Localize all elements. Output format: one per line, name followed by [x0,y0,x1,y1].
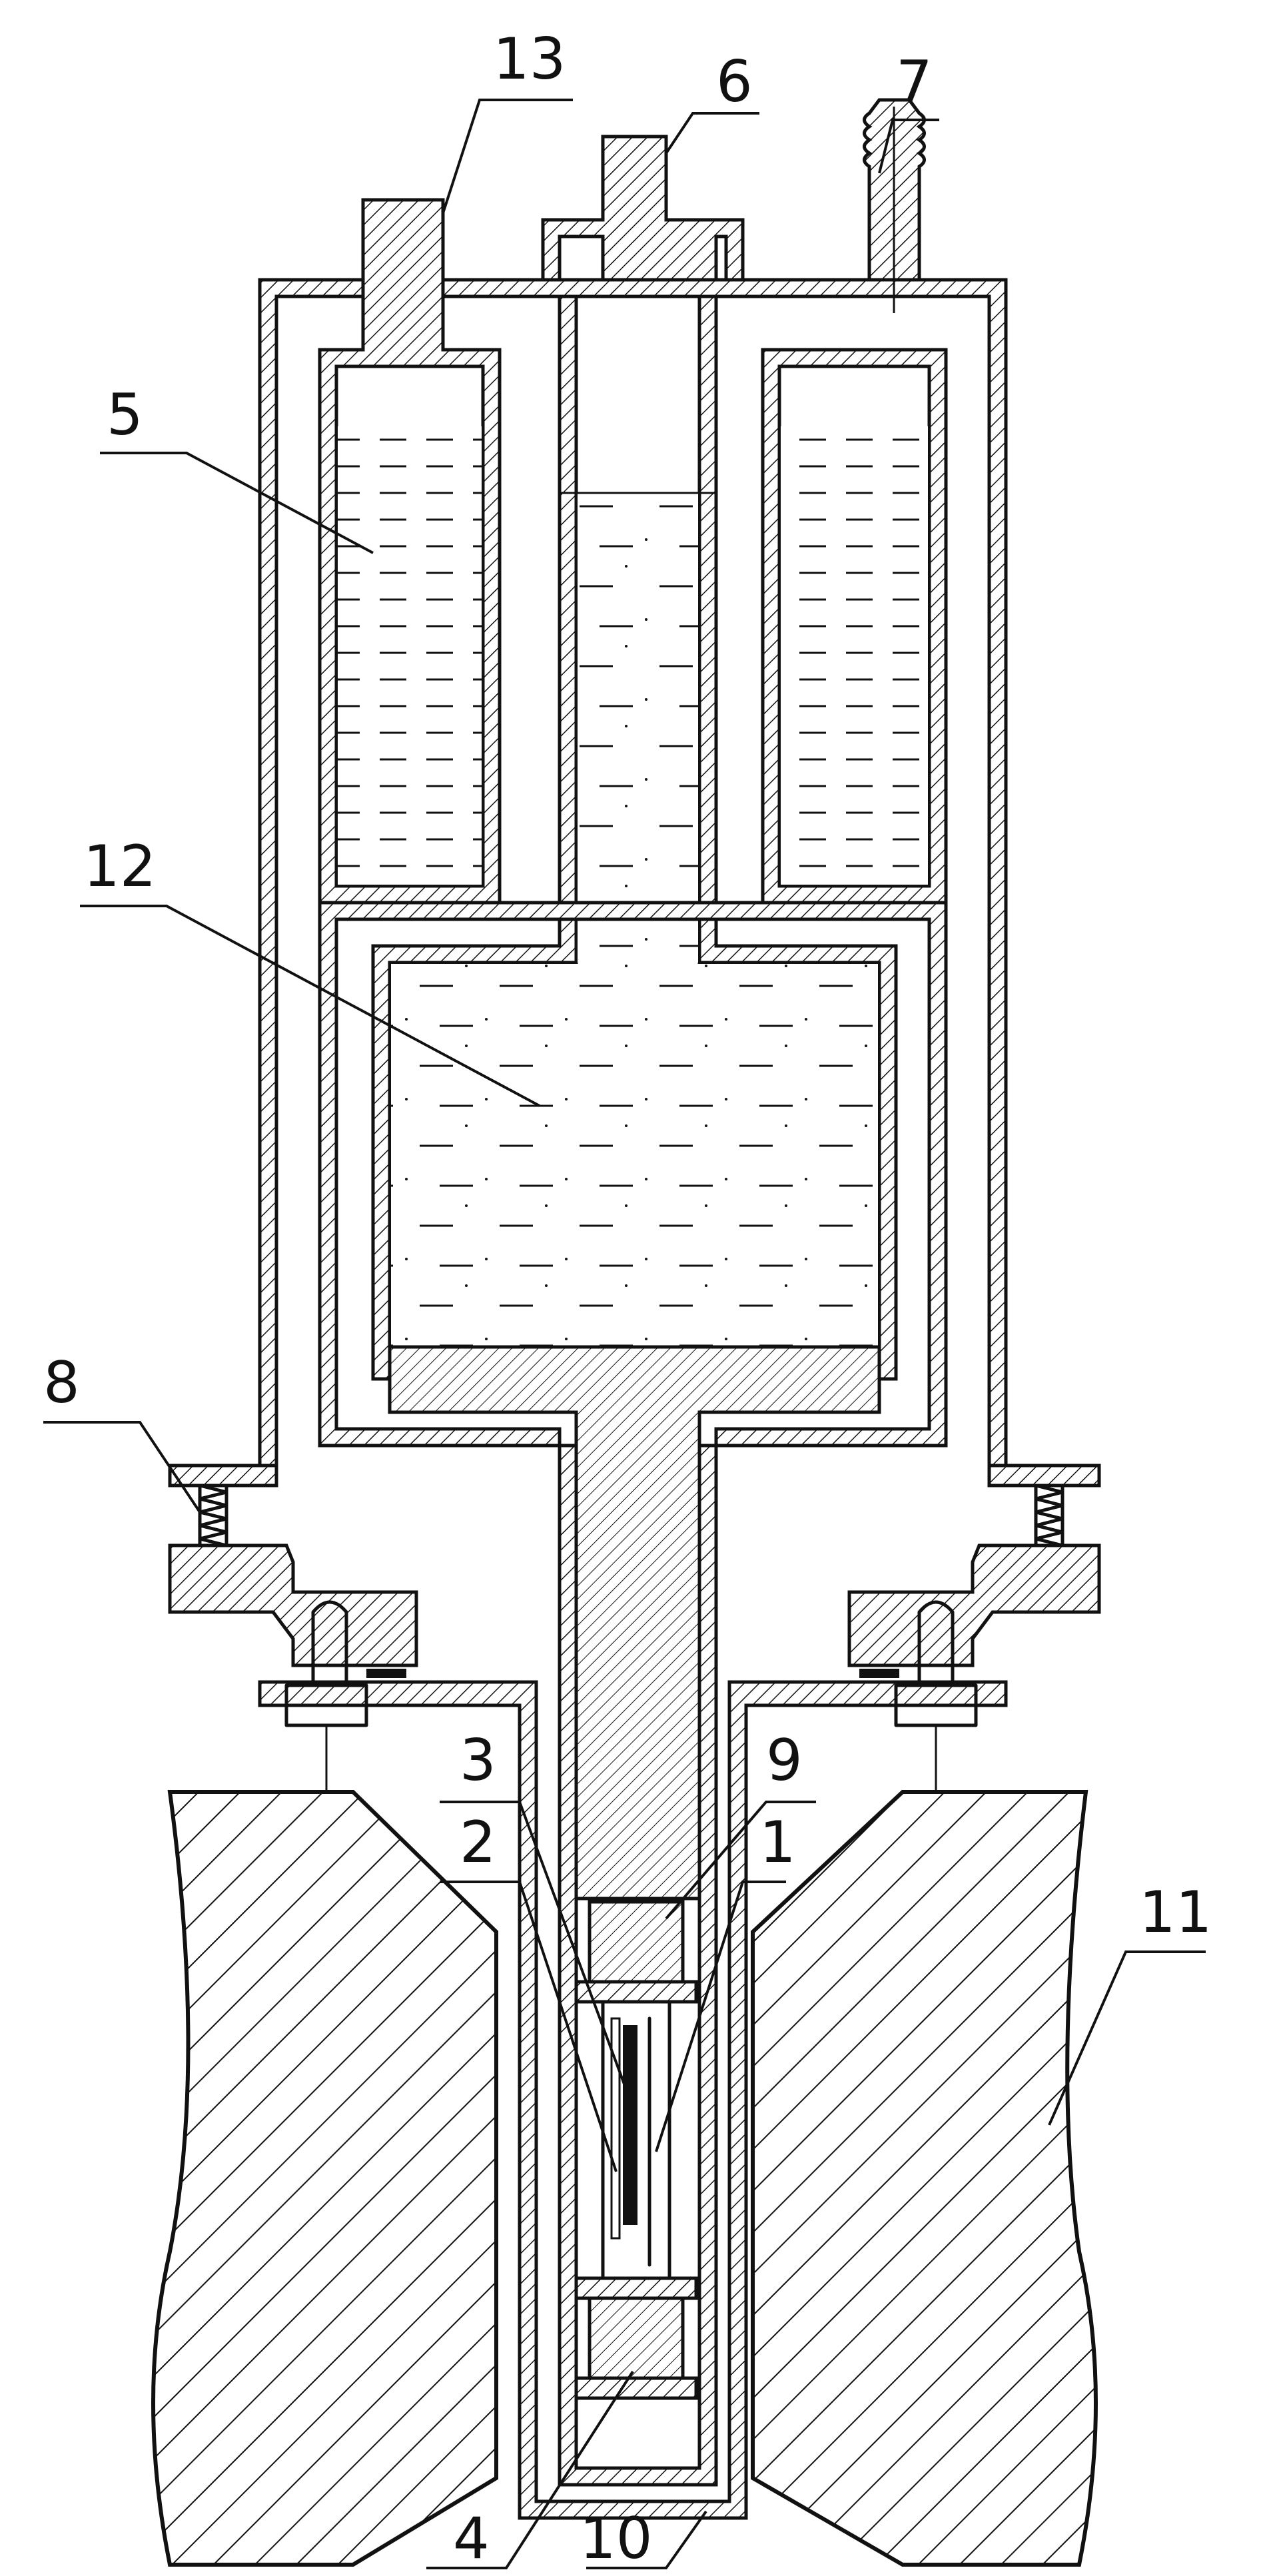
leader-12 [80,905,540,1107]
leader-4 [426,2370,634,2569]
tail-tube [258,1680,1008,2520]
label-2: 2 [460,1809,496,1876]
inner-container [318,198,948,2487]
tank-12-wall [371,294,898,1381]
label-12: 12 [83,833,156,900]
lower-clamp-plate [574,2276,698,2300]
outer-flange-left [168,1464,278,1488]
base-block-4 [588,2296,685,2380]
tank-12-neck-liquid [578,493,698,963]
sample-3 [623,2025,637,2225]
label-13: 13 [493,26,566,93]
leader-lines [43,99,1206,2569]
right-pole-piece [751,1790,1098,2567]
tank-12-body-liquid [391,964,878,1347]
outer-top-collar [541,135,745,282]
leader-8 [43,1421,201,1513]
reservoir-5-liquid [338,426,482,885]
spring-8-right [1034,1484,1064,1547]
leader-3 [440,1801,631,2099]
left-pole-piece [151,1790,498,2567]
label-6: 6 [716,49,753,115]
leader-1 [655,1881,786,2152]
leader-10 [586,2510,707,2569]
part-labels: 13 6 7 5 12 8 3 9 2 1 11 4 10 [43,26,1212,2572]
bolt-left [284,1600,368,1792]
label-8: 8 [43,1350,80,1416]
bolt-right [894,1600,978,1792]
sample-holder [574,1900,698,2400]
label-1: 1 [759,1809,796,1876]
label-10: 10 [580,2505,652,2572]
leader-6 [665,112,759,155]
leader-13 [442,99,573,214]
bottom-plate [574,2376,698,2400]
leader-11 [1048,1950,1206,2126]
label-7: 7 [896,49,933,115]
reservoir-right-liquid [781,426,928,885]
label-4: 4 [453,2505,490,2572]
magnet-pole-pieces [151,1790,1098,2567]
leader-7 [878,119,939,174]
outer-vacuum-jacket [168,98,1101,2520]
leader-2 [440,1881,618,2172]
leader-9 [665,1801,816,1920]
label-3: 3 [460,1727,496,1794]
label-11: 11 [1139,1879,1212,1946]
leader-5 [100,452,374,554]
seal-left [366,1669,406,1678]
spring-8-left [198,1484,228,1547]
upper-clamp-plate [574,1980,698,2004]
lower-flange-left [168,1543,418,1667]
lower-flange-right [847,1543,1101,1667]
spring-mounts [198,1484,1064,1792]
seal-right [859,1669,899,1678]
label-5: 5 [107,382,143,448]
label-9: 9 [766,1727,803,1794]
substrate-2 [610,2017,621,2240]
outer-flange-right [987,1464,1101,1488]
